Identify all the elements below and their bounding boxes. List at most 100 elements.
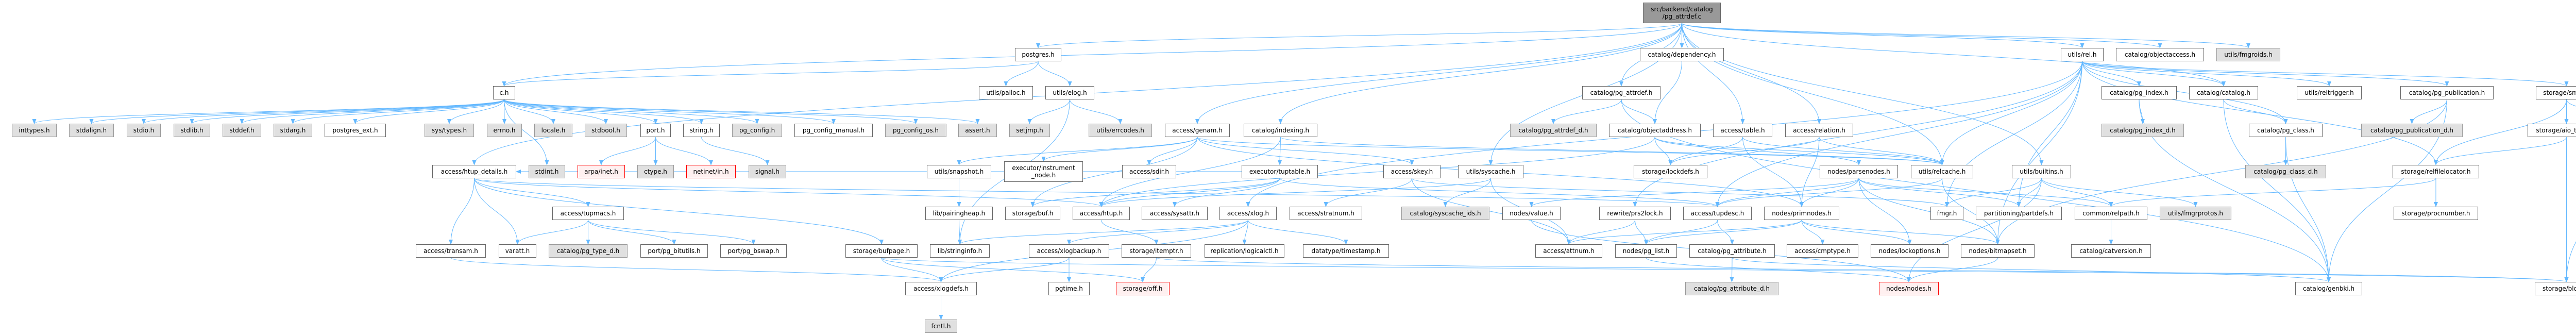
node-datatype-timestamp-h[interactable]: datatype/timestamp.h [1303, 244, 1389, 258]
edge-catalog-objectaddress-h-to-access-htup-h [1099, 137, 1655, 207]
node-nodes-pg-list-h[interactable]: nodes/pg_list.h [1615, 244, 1677, 258]
node-netinet-in-h[interactable]: netinet/in.h [686, 165, 736, 178]
node-storage-smgr-h[interactable]: storage/smgr.h [2536, 86, 2576, 99]
node-catalog-indexing-h[interactable]: catalog/indexing.h [1244, 124, 1317, 137]
node-postgres-ext-h[interactable]: postgres_ext.h [325, 124, 386, 137]
node-nodes-primnodes-h[interactable]: nodes/primnodes.h [1764, 207, 1839, 220]
edge-utils-rel-h-to-utils-reltrigger-h [2082, 61, 2331, 87]
edge-executor-tuptable-h-to-access-sysattr-h [1173, 178, 1280, 207]
node-partitioning-partdefs-h[interactable]: partitioning/partdefs.h [1976, 207, 2062, 220]
node-replication-logicalctl-h[interactable]: replication/logicalctl.h [1205, 244, 1284, 258]
node-executor-tuptable-h[interactable]: executor/tuptable.h [1242, 165, 1318, 178]
node-access-htup-h[interactable]: access/htup.h [1073, 207, 1130, 220]
node-storage-relfilelocator-h[interactable]: storage/relfilelocator.h [2393, 165, 2479, 178]
edge-access-xlog-h-to-lib-stringinfo-h [958, 220, 1248, 245]
edge-c-h-to-pg-config-h [504, 99, 759, 124]
node-catalog-pg-attribute-h[interactable]: catalog/pg_attribute.h [1689, 244, 1775, 258]
node-access-stratnum-h[interactable]: access/stratnum.h [1290, 207, 1362, 220]
node-arpa-inet-h[interactable]: arpa/inet.h [578, 165, 625, 178]
node-storage-lockdefs-h[interactable]: storage/lockdefs.h [1634, 165, 1707, 178]
node-utils-reltrigger-h[interactable]: utils/reltrigger.h [2297, 86, 2362, 99]
edge-nodes-primnodes-h-to-access-attnum-h [1567, 220, 1802, 245]
node-access-transam-h[interactable]: access/transam.h [416, 244, 486, 258]
node-catalog-objectaccess-h[interactable]: catalog/objectaccess.h [2116, 48, 2204, 61]
edge-access-transam-h-to-access-xlogdefs-h [450, 257, 943, 282]
node-access-sysattr-h[interactable]: access/sysattr.h [1142, 207, 1208, 220]
node-nodes-bitmapset-h[interactable]: nodes/bitmapset.h [1961, 244, 2035, 258]
node-catalog-catversion-h[interactable]: catalog/catversion.h [2071, 244, 2151, 258]
edge-access-genam-h-to-access-sdir-h [1147, 137, 1198, 165]
node-access-relation-h[interactable]: access/relation.h [1785, 124, 1853, 137]
node-pg-config-h: pg_config.h [732, 124, 782, 137]
edge-c-h-to-inttypes-h [32, 99, 504, 124]
edge-c-h-to-stdio-h [142, 99, 504, 124]
node-access-genam-h[interactable]: access/genam.h [1165, 124, 1230, 137]
node-postgres-h[interactable]: postgres.h [1015, 48, 1061, 61]
edge-access-htup-h-to-storage-itemptr-h [1101, 220, 1159, 245]
node-utils-palloc-h[interactable]: utils/palloc.h [979, 86, 1033, 99]
node-catalog-genbki-h[interactable]: catalog/genbki.h [2295, 282, 2362, 295]
node-port-pg-bswap-h[interactable]: port/pg_bswap.h [720, 244, 787, 258]
node-port-pg-bitutils-h[interactable]: port/pg_bitutils.h [640, 244, 708, 258]
node-fmgr-h[interactable]: fmgr.h [1930, 207, 1963, 220]
node-storage-bufpage-h[interactable]: storage/bufpage.h [845, 244, 918, 258]
node-utils-elog-h[interactable]: utils/elog.h [1045, 86, 1094, 99]
node-catalog-objectaddress-h[interactable]: catalog/objectaddress.h [1609, 124, 1701, 137]
node-access-tupmacs-h[interactable]: access/tupmacs.h [552, 207, 624, 220]
node-access-xlogdefs-h[interactable]: access/xlogdefs.h [905, 282, 977, 295]
node-storage-block-h[interactable]: storage/block.h [2535, 282, 2576, 295]
node-lib-stringinfo-h[interactable]: lib/stringinfo.h [930, 244, 990, 258]
node-executor-instrument-node-h[interactable]: executor/instrument _node.h [1004, 161, 1083, 182]
edge-access-htup-details-h-to-access-htup-h [474, 178, 1104, 207]
node-storage-off-h[interactable]: storage/off.h [1116, 282, 1170, 295]
node-storage-procnumber-h[interactable]: storage/procnumber.h [2394, 207, 2478, 220]
edge-storage-bufpage-h-to-storage-off-h [881, 257, 1145, 282]
node-utils-syscache-h[interactable]: utils/syscache.h [1458, 165, 1523, 178]
edge-utils-rel-h-to-catalog-pg-class-h [2082, 61, 2288, 124]
node-access-tupdesc-h[interactable]: access/tupdesc.h [1683, 207, 1752, 220]
node-catalog-pg-class-h[interactable]: catalog/pg_class.h [2249, 124, 2323, 137]
edge-c-h-to-pg-config-manual-h [504, 99, 836, 124]
node-varatt-h[interactable]: varatt.h [499, 244, 536, 258]
node-utils-snapshot-h[interactable]: utils/snapshot.h [927, 165, 991, 178]
edge-access-genam-h-to-executor-instrument-node-h [1041, 137, 1198, 162]
edge-access-table-h-to-nodes-primnodes-h [1742, 137, 1804, 207]
node-pg-config-manual-h[interactable]: pg_config_manual.h [794, 124, 873, 137]
node-nodes-nodes-h[interactable]: nodes/nodes.h [1879, 282, 1939, 295]
edge-access-htup-details-h-to-varatt-h [474, 178, 520, 245]
edge-catalog-catalog-h-to-catalog-genbki-h [2223, 99, 2331, 282]
node-storage-itemptr-h[interactable]: storage/itemptr.h [1122, 244, 1191, 258]
node-utils-relcache-h[interactable]: utils/relcache.h [1911, 165, 1973, 178]
node-catalog-catalog-h[interactable]: catalog/catalog.h [2189, 86, 2258, 99]
node-access-skey-h[interactable]: access/skey.h [1383, 165, 1440, 178]
node-common-relpath-h[interactable]: common/relpath.h [2075, 207, 2147, 220]
node-utils-builtins-h[interactable]: utils/builtins.h [2012, 165, 2071, 178]
node-stdbool-h: stdbool.h [585, 124, 627, 137]
node-catalog-pg-index-h[interactable]: catalog/pg_index.h [2102, 86, 2177, 99]
node-rewrite-prs2lock-h[interactable]: rewrite/prs2lock.h [1599, 207, 1671, 220]
node-storage-buf-h[interactable]: storage/buf.h [1005, 207, 1060, 220]
node-utils-rel-h[interactable]: utils/rel.h [2061, 48, 2104, 61]
node-nodes-parsenodes-h[interactable]: nodes/parsenodes.h [1820, 165, 1898, 178]
node-access-xlogbackup-h[interactable]: access/xlogbackup.h [1029, 244, 1109, 258]
node-storage-aio-types-h[interactable]: storage/aio_types.h [2528, 124, 2576, 137]
node-pgtime-h[interactable]: pgtime.h [1048, 282, 1090, 295]
node-lib-pairingheap-h[interactable]: lib/pairingheap.h [925, 207, 993, 220]
node-nodes-lockoptions-h[interactable]: nodes/lockoptions.h [1871, 244, 1948, 258]
node-catalog-dependency-h[interactable]: catalog/dependency.h [1640, 48, 1724, 61]
node-access-htup-details-h[interactable]: access/htup_details.h [432, 165, 516, 178]
node-access-cmptype-h[interactable]: access/cmptype.h [1787, 244, 1858, 258]
node-access-xlog-h[interactable]: access/xlog.h [1219, 207, 1277, 220]
node-stdarg-h: stdarg.h [274, 124, 312, 137]
node-access-sdir-h[interactable]: access/sdir.h [1122, 165, 1176, 178]
node-catalog-pg-publication-h[interactable]: catalog/pg_publication.h [2400, 86, 2494, 99]
node-nodes-value-h[interactable]: nodes/value.h [1502, 207, 1561, 220]
node-catalog-pg-attrdef-h[interactable]: catalog/pg_attrdef.h [1582, 86, 1660, 99]
edge-utils-rel-h-to-fmgr-h [1945, 61, 2082, 207]
node-access-table-h[interactable]: access/table.h [1713, 124, 1772, 137]
node-c-h[interactable]: c.h [493, 86, 515, 99]
node-access-attnum-h[interactable]: access/attnum.h [1535, 244, 1602, 258]
node-string-h[interactable]: string.h [683, 124, 720, 137]
edge-utils-relcache-h-to-access-tupdesc-h [1715, 178, 1942, 207]
node-port-h[interactable]: port.h [640, 124, 671, 137]
